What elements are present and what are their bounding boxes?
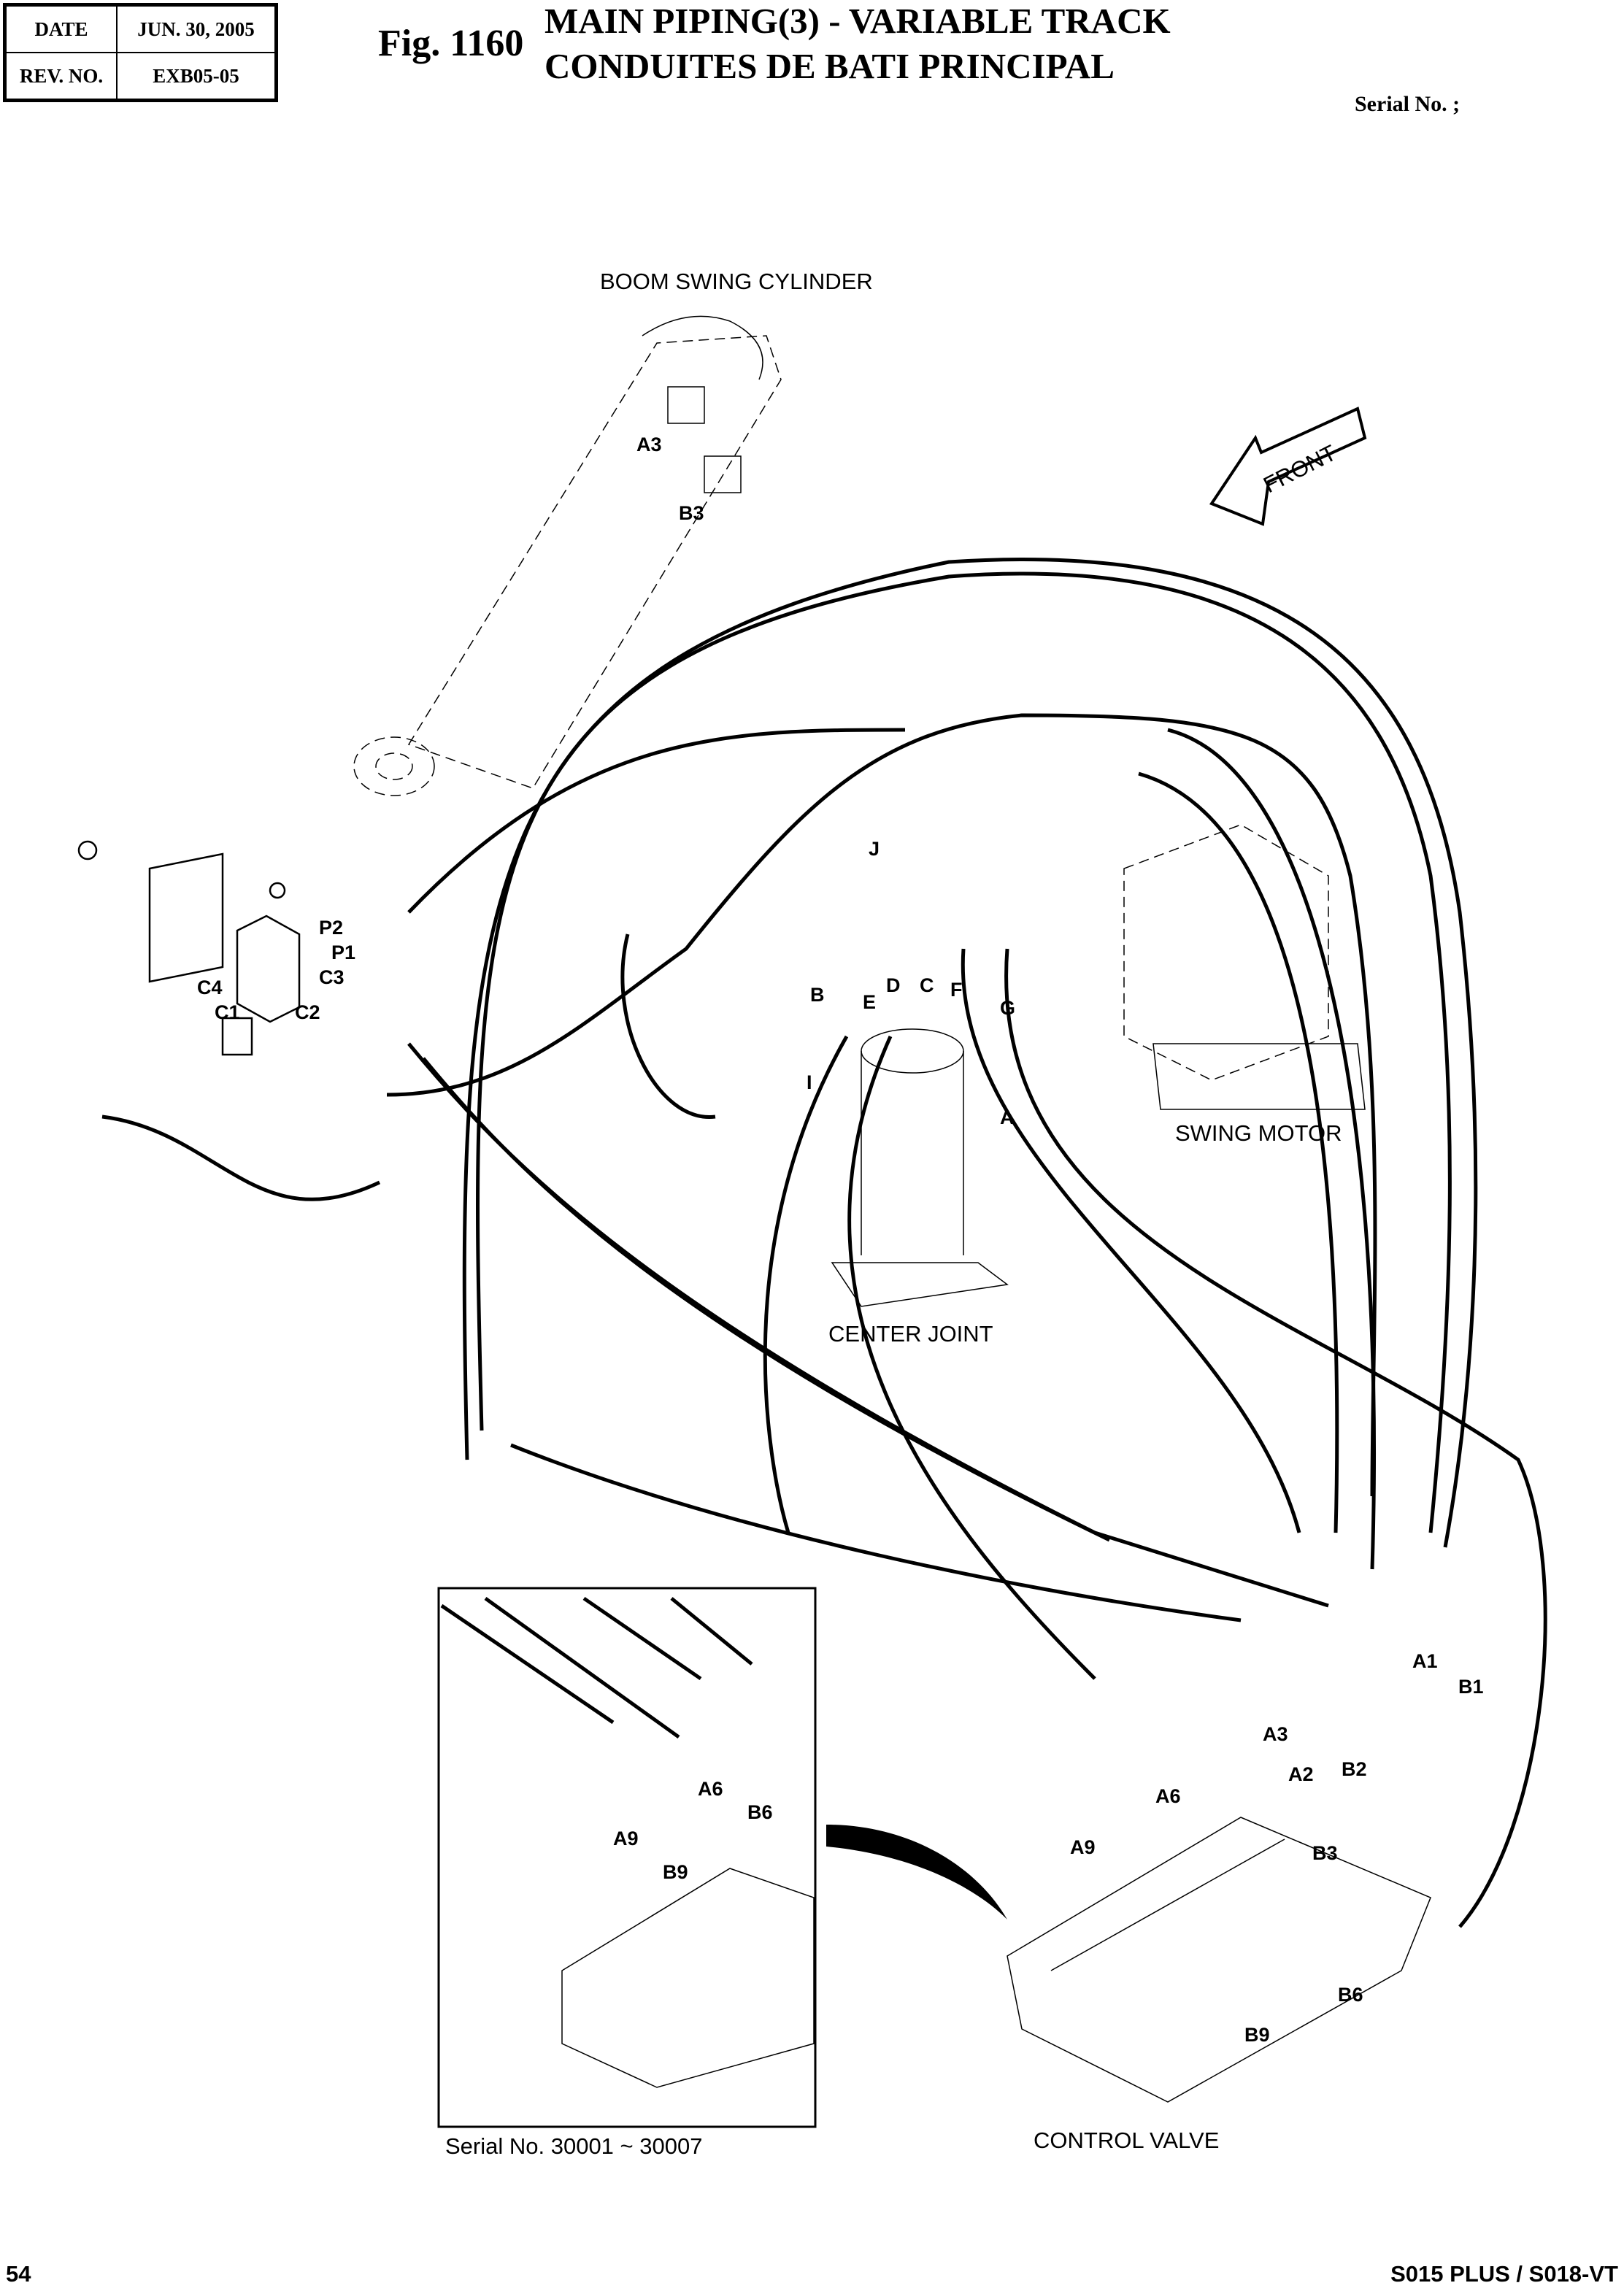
figure-number: Fig. 1160 [378, 23, 524, 64]
callout-cylinder-b3: B3 [679, 502, 704, 524]
page-number: 54 [6, 2261, 31, 2287]
callout-c2: C2 [295, 1001, 320, 1023]
inset-control-valve-drawing [440, 1596, 815, 2088]
hose-runs [101, 558, 1547, 1928]
callout-cv-a6: A6 [1155, 1785, 1181, 1807]
label-control-valve: CONTROL VALVE [1034, 2128, 1219, 2153]
callout-g: G [1000, 997, 1015, 1019]
callout-inset-b6: B6 [747, 1801, 773, 1823]
rev-label: REV. NO. [4, 52, 118, 101]
callout-c: C [920, 974, 934, 996]
swing-motor-drawing [1123, 824, 1366, 1110]
callout-b: B [810, 984, 825, 1006]
inset-frame [437, 1587, 817, 2128]
revision-info-table: DATE JUN. 30, 2005 REV. NO. EXB05-05 [3, 3, 278, 102]
callout-cv-b6: B6 [1338, 1984, 1363, 2006]
boom-swing-cylinder-drawing [353, 315, 782, 796]
callout-c3: C3 [319, 966, 345, 988]
callout-cv-b9: B9 [1244, 2024, 1270, 2046]
callout-inset-b9: B9 [663, 1861, 688, 1883]
date-label: DATE [4, 4, 118, 53]
callout-cv-a1: A1 [1412, 1650, 1438, 1672]
inset-caption: Serial No. 30001 ~ 30007 [445, 2133, 702, 2159]
callout-a: A [1000, 1106, 1015, 1128]
callout-cv-a3: A3 [1263, 1723, 1288, 1745]
callout-inset-a9: A9 [613, 1828, 639, 1849]
callout-cv-b2: B2 [1342, 1758, 1367, 1780]
date-value: JUN. 30, 2005 [116, 4, 277, 53]
callout-cv-a9: A9 [1070, 1836, 1096, 1858]
callout-cv-b1: B1 [1458, 1676, 1484, 1698]
center-joint-drawing [831, 1028, 1009, 1307]
callout-cv-a2: A2 [1288, 1763, 1314, 1785]
page-title: MAIN PIPING(3) - VARIABLE TRACK [544, 1, 1171, 41]
callout-cylinder-a3: A3 [636, 434, 662, 455]
callout-d: D [886, 974, 901, 996]
model-name: S015 PLUS / S018-VT [1390, 2261, 1618, 2287]
callout-p1: P1 [331, 942, 355, 963]
callout-f: F [950, 979, 963, 1001]
callout-c1: C1 [215, 1001, 240, 1023]
valve-block-drawing [77, 840, 301, 1056]
callouts: A3 B3 P2 P1 C3 C4 C1 C2 J B E D C F G I … [197, 434, 1484, 2046]
callout-c4: C4 [197, 977, 223, 998]
serial-number-header: Serial No. ; [1355, 92, 1461, 116]
callout-e: E [863, 991, 876, 1013]
callout-i: I [807, 1071, 812, 1093]
inset-pointer-arrow-icon [826, 1825, 1007, 1920]
label-boom-swing-cylinder: BOOM SWING CYLINDER [600, 269, 873, 294]
callout-cv-b3: B3 [1312, 1842, 1338, 1864]
front-arrow-icon: FRONT [1209, 407, 1367, 526]
page-subtitle: CONDUITES DE BATI PRINCIPAL [544, 46, 1115, 86]
rev-value: EXB05-05 [116, 52, 277, 101]
control-valve-drawing [1007, 1817, 1431, 2103]
label-swing-motor: SWING MOTOR [1175, 1120, 1342, 1146]
callout-p2: P2 [319, 917, 343, 939]
label-center-joint: CENTER JOINT [828, 1321, 993, 1347]
callout-j: J [869, 838, 880, 860]
callout-inset-a6: A6 [698, 1778, 723, 1800]
